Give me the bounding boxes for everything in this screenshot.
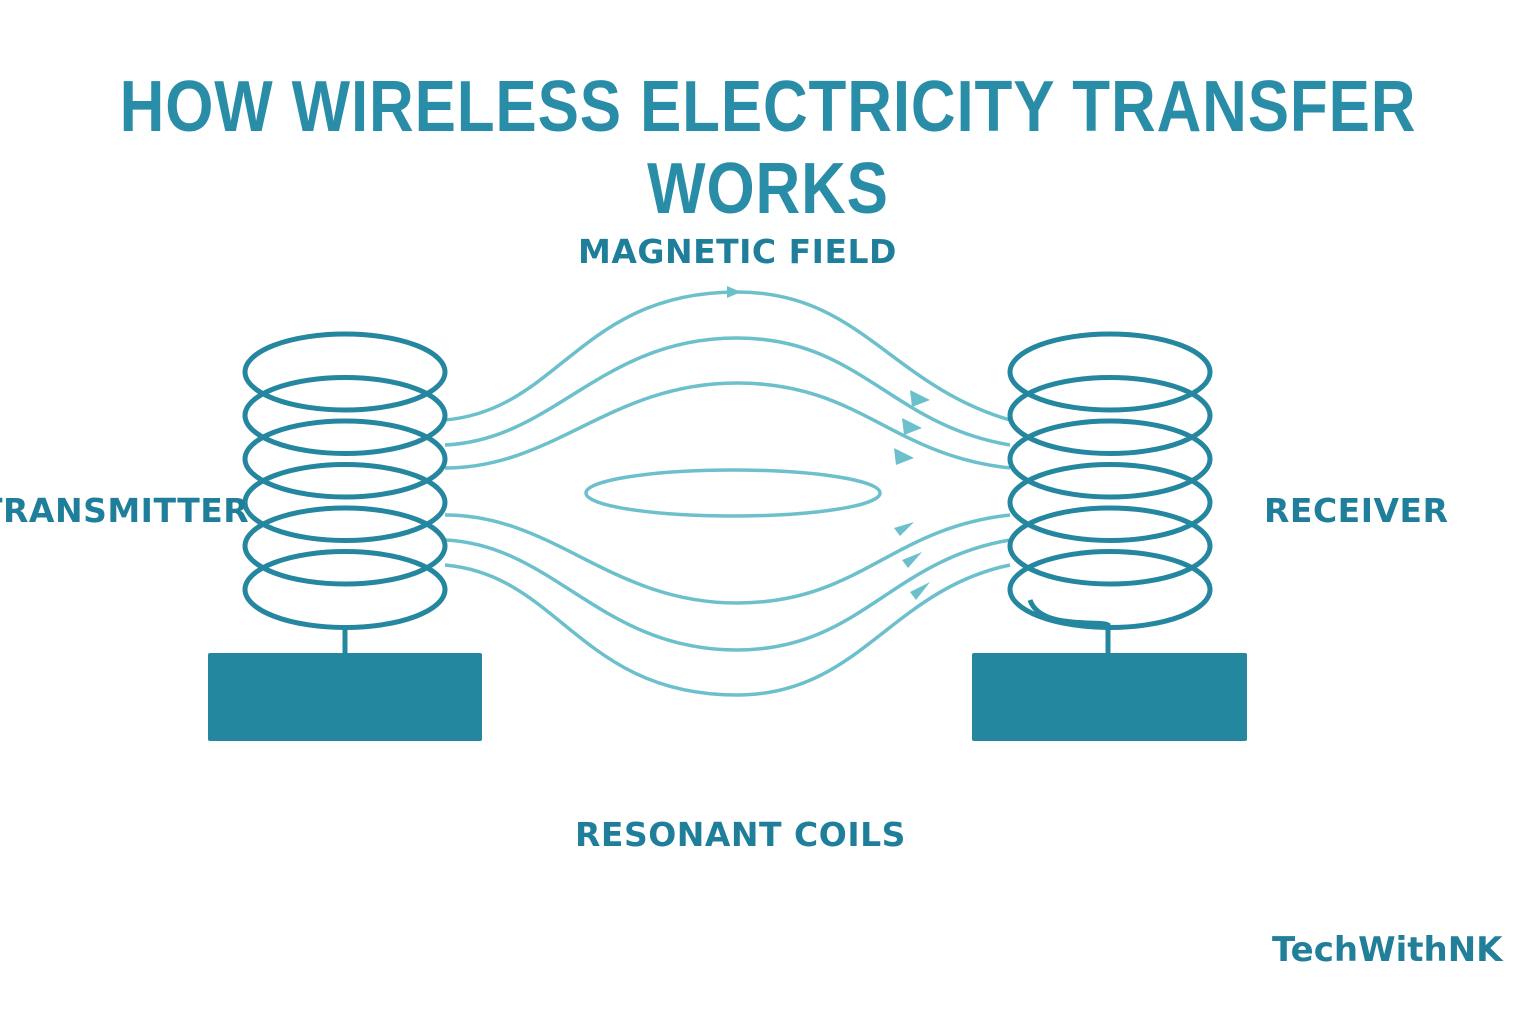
field-arrows xyxy=(894,390,930,600)
coil-turn xyxy=(242,418,448,500)
coil-turn xyxy=(1007,549,1213,630)
coil-turn xyxy=(242,549,448,630)
field-line-bottom-middle xyxy=(444,538,1011,652)
arrow-icon xyxy=(910,390,930,407)
receiver-label: RECEIVER xyxy=(1264,491,1449,530)
receiver-coil xyxy=(1007,331,1213,630)
coil-turn xyxy=(242,505,448,587)
coil-turn xyxy=(242,375,448,456)
coil-turn xyxy=(1007,375,1213,456)
transmitter-label: TRANSMITTER xyxy=(0,491,250,530)
transmitter-coil xyxy=(242,331,448,630)
field-line-bottom-outer xyxy=(444,563,1011,697)
field-line-top-inner xyxy=(444,381,1011,470)
magnetic-field-lines xyxy=(444,285,1011,697)
arrow-icon xyxy=(894,448,914,465)
field-line-top-middle xyxy=(444,336,1011,447)
coil-turn xyxy=(242,331,448,413)
coil-turn xyxy=(1007,331,1213,413)
coil-turn xyxy=(242,462,448,543)
brand-logo: TechWithNK xyxy=(1272,930,1503,970)
field-line-top-outer xyxy=(444,285,1011,422)
resonant-coils-label: RESONANT COILS xyxy=(575,815,906,854)
coil-turn xyxy=(1007,462,1213,543)
page-title: HOW WIRELESS ELECTRICITY TRANSFER WORKS xyxy=(119,67,1417,229)
arrow-icon xyxy=(902,552,922,568)
arrow-icon xyxy=(902,418,922,435)
magnetic-field-label: MAGNETIC FIELD xyxy=(578,232,897,271)
coil-turn xyxy=(1007,418,1213,500)
arrow-icon xyxy=(894,522,914,536)
transmitter-base xyxy=(208,653,482,741)
receiver-lead xyxy=(1027,598,1111,655)
arrow-icon xyxy=(910,582,930,600)
coil-turn xyxy=(1007,505,1213,587)
field-line-bottom-inner xyxy=(444,513,1011,605)
resonance-ring xyxy=(584,468,882,518)
receiver-base xyxy=(972,653,1247,741)
